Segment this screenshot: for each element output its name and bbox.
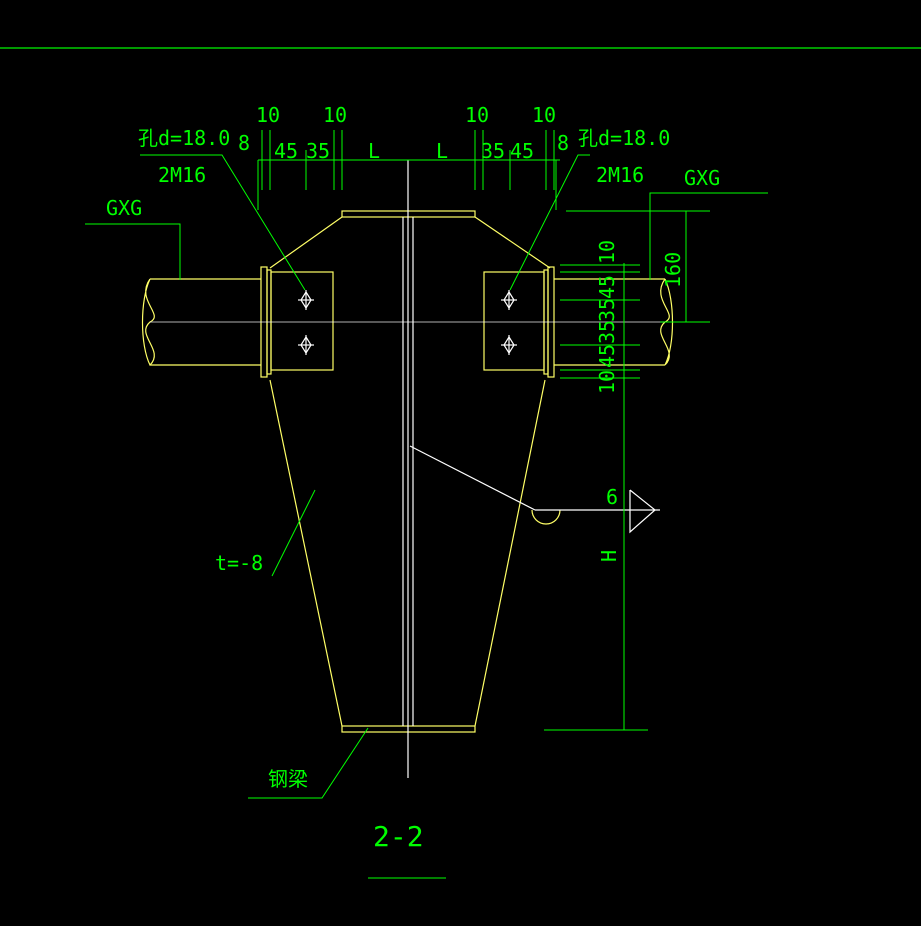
haunch-side-left [269,379,343,727]
dimension-lines [85,130,768,879]
tube-right-break [660,278,674,366]
dim-top-10-right-a: 10 [465,103,489,127]
steel-web [150,160,665,778]
gxg-label-right: GXG [684,166,720,190]
haunch-top-left [269,216,343,269]
dim-right-10-top: 10 [595,240,619,264]
dim-right-10-bottom: 10 [595,370,619,394]
dim-top-35-left: 35 [306,139,330,163]
dim-right-35-b: 35 [595,320,619,344]
thickness-label: t=-8 [215,551,263,575]
dim-right-35-a: 35 [595,298,619,322]
geometry [141,210,674,733]
bolt-left-bottom-icon [298,335,314,355]
connection-plate-left [270,271,334,371]
dim-right-H: H [597,550,621,562]
hole-label-left: 孔d=18.0 [138,126,230,150]
bolts-label-left: 2M16 [158,163,206,187]
dim-top-8-right: 8 [557,131,569,155]
gxg-label-left: GXG [106,196,142,220]
dim-top-10-right-b: 10 [532,103,556,127]
bolts-label-right: 2M16 [596,163,644,187]
bolt-right-bottom-icon [501,335,517,355]
dim-top-10-left-b: 10 [323,103,347,127]
dim-top-35-right: 35 [481,139,505,163]
dim-top-10-left-a: 10 [256,103,280,127]
bolt-left-top-icon [298,290,314,310]
hole-label-right: 孔d=18.0 [578,126,670,150]
weld-arrow [629,489,656,534]
bolts [298,290,517,355]
weld-leader [409,445,536,511]
dim-top-8-left: 8 [238,131,250,155]
connection-plate-right [483,271,545,371]
bolt-right-top-icon [501,290,517,310]
weld-symbol-arc [531,509,561,525]
dim-top-L-right: L [436,139,448,163]
dim-top-45-left: 45 [274,139,298,163]
dim-right-160: 160 [661,252,685,288]
annotations: 10 10 8 45 35 L L 35 45 8 10 10 孔d=18.0 … [106,103,720,853]
dim-top-L-left: L [368,139,380,163]
haunch-top-right [474,216,551,269]
beam-label: 钢梁 [268,767,308,791]
section-title: 2-2 [373,820,424,853]
haunch-side-right [474,379,546,727]
dim-right-45-b: 45 [595,344,619,368]
weld-size-label: 6 [606,485,618,509]
dim-top-45-right: 45 [510,139,534,163]
tube-left-break [141,278,155,367]
dim-right-45-a: 45 [595,275,619,299]
